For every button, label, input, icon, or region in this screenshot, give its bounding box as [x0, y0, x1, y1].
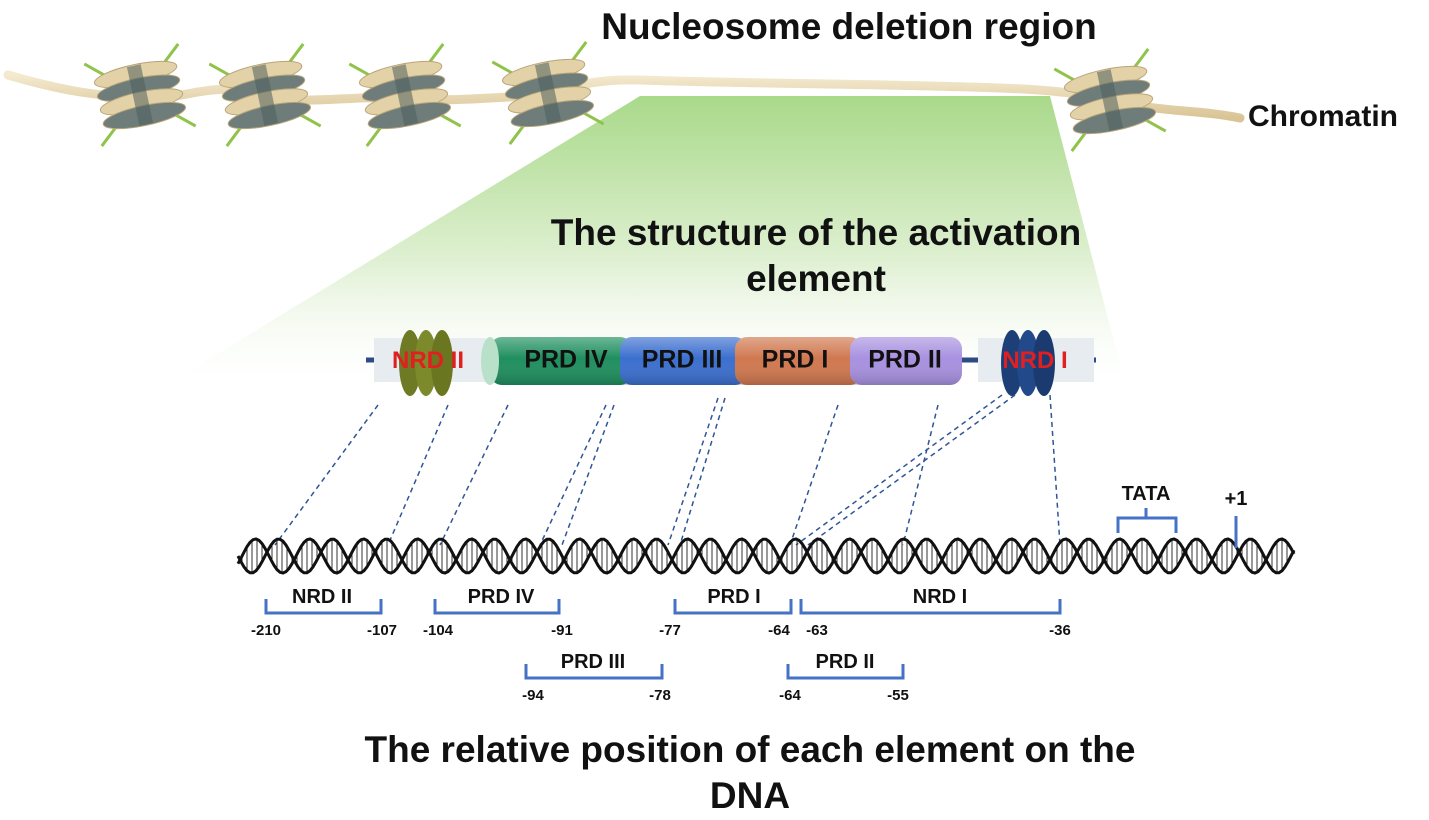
- nucleosome: [1053, 48, 1167, 152]
- link-line: [439, 404, 509, 546]
- dna-nrd2-end: -107: [366, 622, 398, 639]
- position-title: The relative position of each element on…: [364, 729, 1136, 816]
- dna-prd1-label: PRD I: [707, 586, 761, 608]
- dna-prd3-label: PRD III: [560, 651, 626, 673]
- tss-label: +1: [1224, 488, 1248, 510]
- dna-nrd1-label: NRD I: [912, 586, 968, 608]
- dna-prd3-start: -94: [522, 687, 544, 704]
- nucleosome: [208, 43, 322, 147]
- nucleosome: [348, 43, 462, 147]
- dna-prd1-start: -77: [659, 622, 681, 639]
- dna-strand-a: [236, 537, 1296, 575]
- dna-prd4-end: -91: [551, 622, 573, 639]
- segment-prd3-label: PRD III: [641, 345, 723, 374]
- dna-prd2-start: -64: [779, 687, 801, 704]
- dna-nrd2-label: NRD II: [292, 586, 352, 608]
- dna-prd4-start: -104: [422, 622, 454, 639]
- bracket-prd1: [673, 599, 793, 615]
- element-brackets: [264, 508, 1238, 680]
- link-line: [902, 404, 939, 546]
- dna-nrd1-start: -63: [806, 622, 828, 639]
- nucleosome: [83, 43, 197, 147]
- link-line: [789, 404, 839, 546]
- link-line: [679, 397, 726, 546]
- bracket-prd4: [433, 599, 561, 615]
- bracket-nrd2: [264, 599, 383, 615]
- zoom-region: [150, 96, 1128, 395]
- dna-prd2-label: PRD II: [815, 651, 875, 673]
- top-title: Nucleosome deletion region: [601, 6, 1097, 47]
- link-lines: [274, 394, 1061, 546]
- dna-prd2-end: -55: [887, 687, 909, 704]
- cylinder-cap: [481, 337, 499, 385]
- link-line: [561, 404, 615, 546]
- bracket-tata: [1116, 508, 1178, 533]
- dna-prd3-end: -78: [649, 687, 671, 704]
- dna-nrd2-start: -210: [250, 622, 282, 639]
- segment-prd1-label: PRD I: [761, 345, 829, 374]
- link-line: [1049, 394, 1061, 546]
- cylinder-shading: [490, 337, 962, 385]
- nrd2-label: NRD II: [392, 347, 464, 374]
- dna-strand-b: [236, 537, 1296, 575]
- dna-prd4-label: PRD IV: [467, 586, 535, 608]
- chromatin-label: Chromatin: [1248, 100, 1398, 133]
- nrd2-blobs: [399, 330, 453, 396]
- dna-nrd1-end: -36: [1049, 622, 1071, 639]
- nucleosome-group: [83, 41, 1167, 152]
- nucleosome: [491, 41, 605, 145]
- link-line: [795, 394, 1003, 546]
- link-line: [274, 404, 379, 546]
- structure-title: The structure of the activation element: [550, 212, 1082, 299]
- dna-helix: [236, 537, 1296, 575]
- link-line: [807, 394, 1016, 546]
- segment-prd4-label: PRD IV: [524, 345, 608, 374]
- dna-prd1-end: -64: [768, 622, 790, 639]
- tata-label: TATA: [1121, 483, 1171, 505]
- bracket-nrd1: [799, 599, 1062, 615]
- link-line: [539, 404, 607, 546]
- link-line: [667, 397, 719, 546]
- activation-element: [366, 330, 1096, 396]
- nrd1-blobs: [1001, 330, 1055, 396]
- segment-prd2-label: PRD II: [868, 345, 942, 374]
- link-line: [387, 404, 449, 546]
- nrd1-label: NRD I: [1002, 347, 1068, 374]
- bracket-prd2: [786, 664, 905, 680]
- bracket-prd3: [524, 664, 664, 680]
- prd-cylinder: [481, 337, 962, 385]
